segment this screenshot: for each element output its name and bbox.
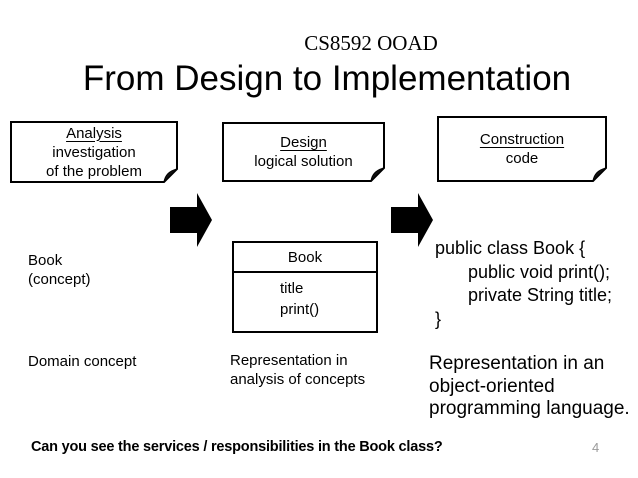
note-analysis-heading: Analysis [66,124,122,142]
uml-class-operation: print() [280,301,320,318]
analysis-representation-caption-line1: Representation in [230,352,348,369]
code-line: private String title; [468,285,613,305]
note-design-body: logical solution [254,153,353,170]
uml-class-members: title print() [234,273,376,320]
analysis-representation-caption: Representation in analysis of concepts [230,351,365,389]
concept-label-line1: Book [28,252,63,269]
note-design: Design logical solution [222,122,385,182]
oop-representation-caption: Representation in an object-oriented pro… [429,353,630,421]
note-analysis-line2: of the problem [46,162,142,180]
code-line: public void print(); [468,261,611,282]
analysis-representation-caption-line2: analysis of concepts [230,371,366,388]
folded-note-shape-icon [10,121,178,183]
course-code-label: CS8592 OOAD [304,31,438,55]
slide-title: From Design to Implementation [82,59,572,98]
note-construction-body: code [505,150,539,167]
code-block: public class Book { public void print();… [435,237,612,331]
oop-representation-caption-line2: object-oriented [429,375,555,397]
folded-note-shape-icon [222,122,385,182]
note-analysis-line1: investigation [52,143,136,161]
note-analysis: Analysis investigation of the problem [10,121,178,183]
note-design-heading: Design [280,134,327,151]
footer-question: Can you see the services / responsibilit… [31,439,443,455]
domain-concept-caption: Domain concept [28,353,137,370]
note-construction: Construction code [437,116,607,182]
code-line: } [435,308,442,329]
folded-note-shape-icon [437,116,607,182]
code-line: public class Book { [435,238,586,258]
right-arrow-icon [391,193,433,247]
page-number: 4 [592,440,600,455]
uml-class-name: Book [234,243,376,273]
oop-representation-caption-line1: Representation in an [429,353,605,374]
concept-label: Book (concept) [28,251,91,289]
right-arrow-icon [170,193,212,247]
note-construction-heading: Construction [479,131,565,148]
concept-label-line2: (concept) [28,271,91,288]
uml-class-attribute: title [280,280,304,297]
oop-representation-caption-line3: programming language. [429,398,630,419]
uml-class-box: Book title print() [232,241,378,333]
